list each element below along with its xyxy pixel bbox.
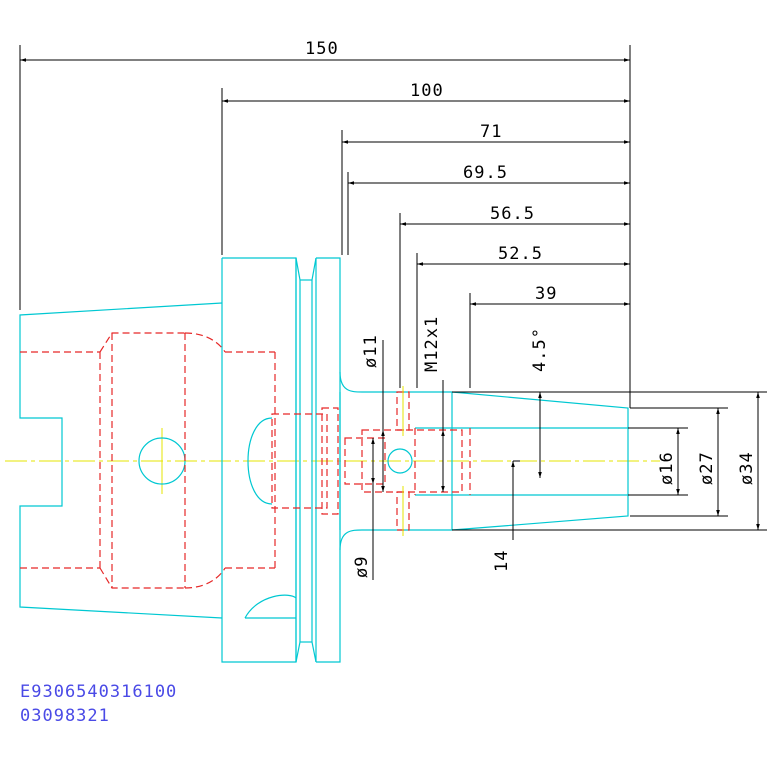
dimension-lines — [19, 45, 767, 580]
part-number-line2: 03098321 — [20, 706, 110, 726]
dim-14: 14 — [492, 550, 512, 572]
dim-dia-34: ø34 — [737, 451, 757, 485]
dim-dia-27: ø27 — [697, 451, 717, 485]
dim-39: 39 — [535, 284, 557, 304]
part-number-line1: E9306540316100 — [20, 682, 178, 702]
dim-52-5: 52.5 — [498, 244, 543, 264]
dim-dia-11: ø11 — [361, 334, 381, 368]
dim-71: 71 — [480, 122, 502, 142]
dim-150: 150 — [305, 39, 339, 59]
dim-angle: 4.5° — [530, 327, 550, 372]
hidden-lines — [20, 332, 471, 589]
dim-69-5: 69.5 — [463, 163, 508, 183]
part-outline — [19, 257, 629, 663]
dim-56-5: 56.5 — [490, 204, 535, 224]
dim-dia-9: ø9 — [352, 556, 372, 578]
dim-thread: M12x1 — [422, 316, 442, 372]
dim-100: 100 — [410, 81, 444, 101]
dim-dia-16: ø16 — [657, 451, 677, 485]
cross-hole-circle — [387, 448, 413, 474]
